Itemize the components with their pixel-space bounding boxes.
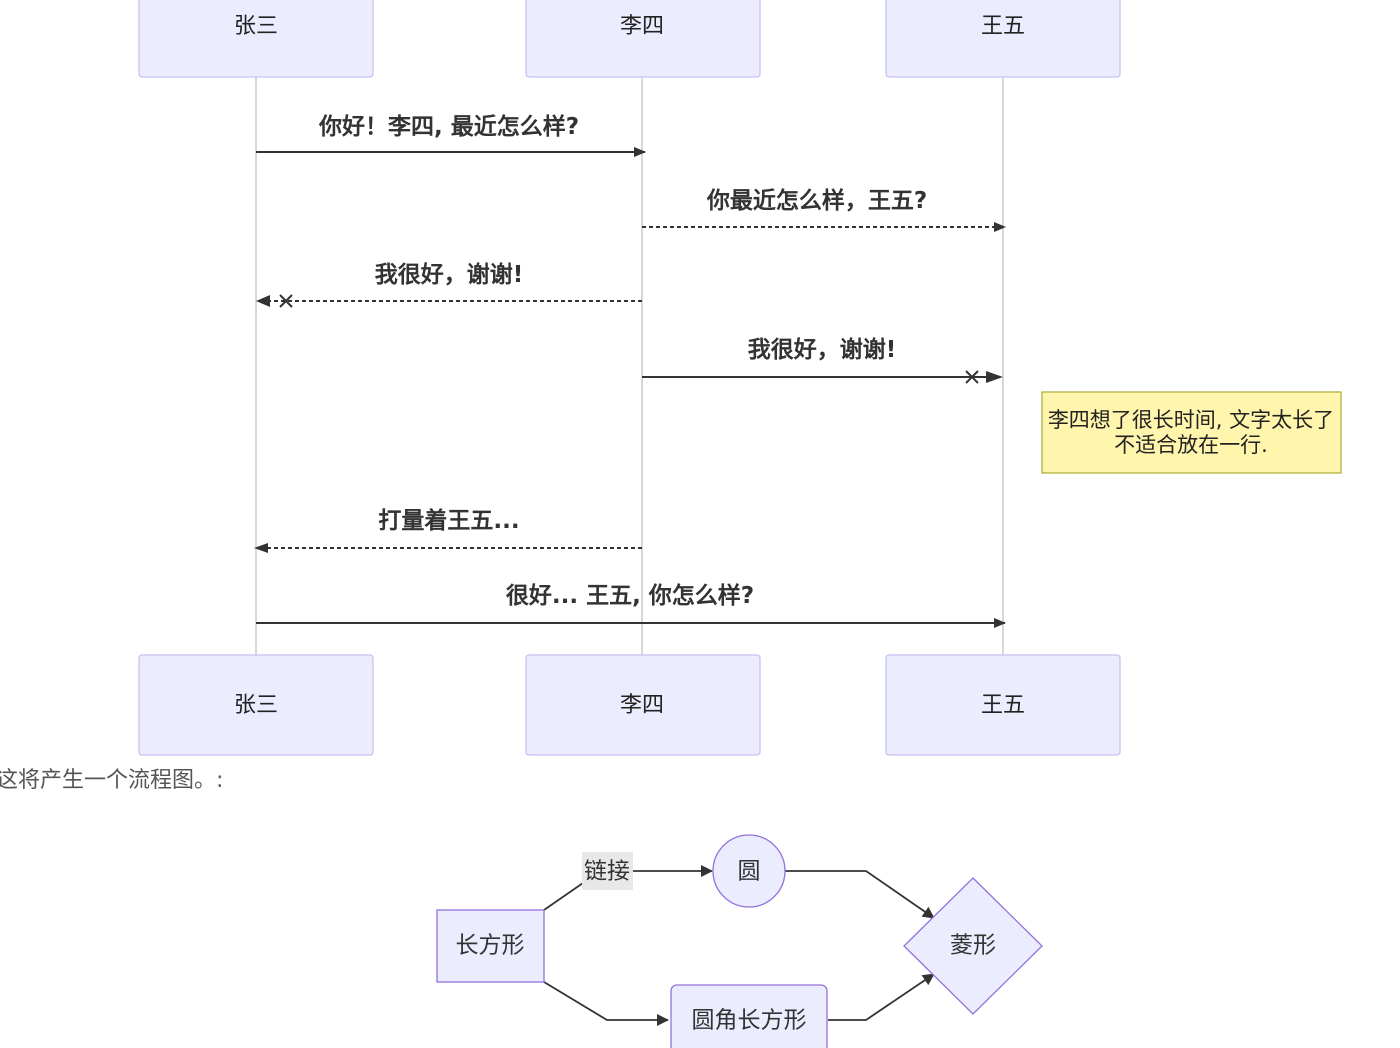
edge-label: 链接 bbox=[584, 859, 630, 885]
edge-label-background bbox=[582, 852, 633, 890]
node-label: 长方形 bbox=[456, 933, 525, 959]
message-2: 你最近怎么样，王五? bbox=[642, 187, 1006, 232]
message-4: 我很好，谢谢! bbox=[642, 336, 1003, 384]
actor-bottom-zhangsan: 张三 bbox=[138, 654, 374, 756]
actor-bottom-wangwu: 王五 bbox=[885, 654, 1121, 756]
message-6: 很好... 王五, 你怎么样? bbox=[256, 582, 1006, 628]
cross-icon bbox=[279, 294, 293, 308]
message-label: 很好... 王五, 你怎么样? bbox=[506, 582, 754, 609]
node-label: 菱形 bbox=[950, 933, 996, 959]
actor-top-lisi: 李四 bbox=[525, 0, 761, 78]
flowchart-caption: 这将产生一个流程图。: bbox=[0, 768, 224, 793]
message-3: 我很好，谢谢! bbox=[256, 261, 642, 308]
edge-a-c bbox=[543, 981, 669, 1026]
node-circle: 圆 bbox=[712, 834, 786, 908]
actor-label: 张三 bbox=[234, 14, 278, 39]
edge-b-d bbox=[785, 870, 935, 919]
node-diamond: 菱形 bbox=[903, 877, 1043, 1015]
actor-label: 王五 bbox=[981, 693, 1025, 718]
actor-label: 王五 bbox=[981, 14, 1025, 39]
message-label: 你最近怎么样，王五? bbox=[706, 187, 927, 214]
message-label: 你好！李四, 最近怎么样? bbox=[318, 113, 579, 140]
message-label: 我很好，谢谢! bbox=[375, 261, 524, 288]
note: 李四想了很长时间, 文字太长了 不适合放在一行. bbox=[1041, 391, 1342, 474]
actor-bottom-lisi: 李四 bbox=[525, 654, 761, 756]
edge-a-b bbox=[543, 882, 584, 911]
arrow-head-icon bbox=[256, 295, 270, 307]
open-arrow-icon bbox=[254, 543, 268, 553]
actor-label: 张三 bbox=[234, 693, 278, 718]
node-rounded-rectangle: 圆角长方形 bbox=[670, 984, 828, 1048]
message-label: 打量着王五... bbox=[378, 507, 519, 534]
note-line-2: 不适合放在一行. bbox=[1114, 433, 1268, 457]
actor-label: 李四 bbox=[620, 14, 664, 39]
message-1: 你好！李四, 最近怎么样? bbox=[256, 113, 646, 157]
note-line-1: 李四想了很长时间, 文字太长了 bbox=[1048, 408, 1334, 432]
edge-c-d bbox=[828, 973, 935, 1021]
arrow-head-icon bbox=[986, 371, 1003, 383]
message-5: 打量着王五... bbox=[254, 507, 642, 553]
actor-top-wangwu: 王五 bbox=[885, 0, 1121, 78]
node-label: 圆 bbox=[738, 859, 761, 885]
message-label: 我很好，谢谢! bbox=[748, 336, 897, 363]
cross-icon bbox=[965, 370, 979, 384]
actor-label: 李四 bbox=[620, 693, 664, 718]
node-rectangle: 长方形 bbox=[436, 909, 545, 983]
node-label: 圆角长方形 bbox=[692, 1008, 807, 1034]
actor-top-zhangsan: 张三 bbox=[138, 0, 374, 78]
